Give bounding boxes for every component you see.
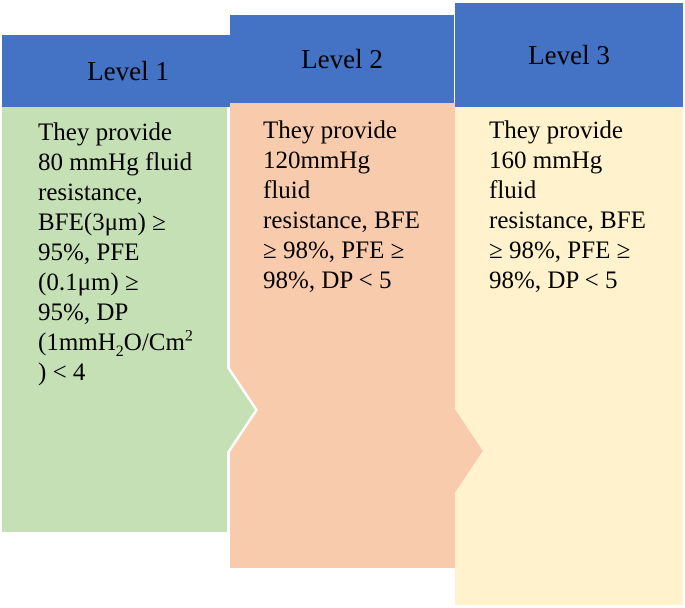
level-1-line: 95%, PFE [38, 239, 140, 266]
level-2-line: fluid [263, 177, 311, 204]
level-2-line: resistance, BFE [263, 207, 420, 234]
level-2-header: Level 2 [230, 15, 454, 103]
level-3-line: 160 mmHg [489, 147, 603, 174]
formula-subscript: 2 [115, 343, 124, 360]
level-1-line: BFE(3μm) ≥ [38, 209, 166, 236]
level-1-header: Level 1 [2, 35, 254, 107]
level-2-line: 120mmHg [263, 147, 370, 174]
level-3-header: Level 3 [455, 3, 683, 107]
level-1-line: resistance, [38, 179, 143, 206]
level-2-title: Level 2 [301, 43, 383, 74]
level-2-column: Level 2 They provide 120mmHg fluid resis… [230, 15, 486, 575]
level-2-line: 98%, DP < 5 [263, 267, 392, 294]
level-3-line: resistance, BFE [489, 207, 646, 234]
formula-mid: O/Cm [123, 329, 185, 356]
formula-pre: (1mmH [38, 329, 116, 356]
level-2-body [230, 103, 483, 568]
level-3-line: They provide [489, 117, 623, 144]
level-1-text: They provide 80 mmHg fluid resistance, B… [38, 118, 193, 388]
level-2-chevron-shape [230, 103, 483, 568]
level-3-title: Level 3 [528, 39, 610, 70]
level-1-title: Level 1 [87, 55, 169, 86]
level-3-line: ≥ 98%, PFE ≥ [489, 237, 631, 264]
level-1-line: They provide [38, 119, 172, 146]
level-1-column: Level 1 They provide 80 mmHg fluid resis… [2, 35, 258, 535]
level-3-chevron-shape [455, 107, 683, 605]
level-3-column: Level 3 They provide 160 mmHg fluid resi… [455, 3, 683, 605]
level-2-text: They provide 120mmHg fluid resistance, B… [263, 116, 420, 296]
level-2-line: They provide [263, 117, 397, 144]
level-1-body [2, 107, 255, 532]
formula-superscript: 2 [184, 327, 193, 345]
level-3-text: They provide 160 mmHg fluid resistance, … [489, 116, 646, 296]
level-2-line: ≥ 98%, PFE ≥ [263, 237, 405, 264]
level-1-line: (0.1μm) ≥ [38, 269, 139, 296]
level-1-chevron-shape [2, 107, 255, 532]
level-1-line: 95%, DP [38, 299, 129, 326]
level-1-formula-line: (1mmH2O/Cm2 [38, 327, 193, 360]
level-1-line: 80 mmHg fluid [38, 149, 193, 176]
level-3-line: 98%, DP < 5 [489, 267, 618, 294]
level-3-line: fluid [489, 177, 537, 204]
level-3-body [455, 107, 683, 605]
level-1-line: ) < 4 [38, 359, 86, 386]
